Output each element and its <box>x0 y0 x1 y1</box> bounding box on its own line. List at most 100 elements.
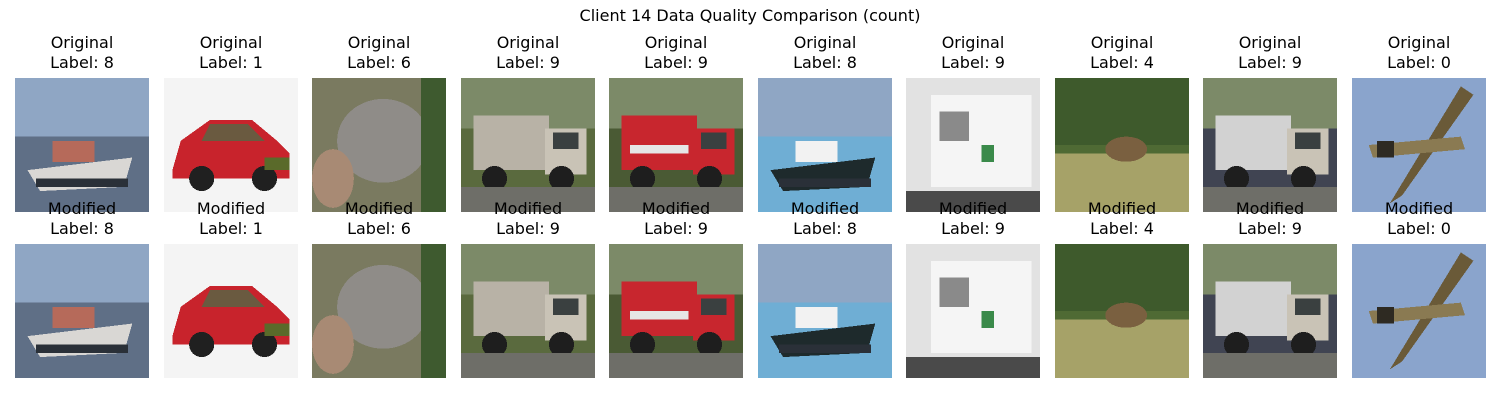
waterline <box>778 344 872 353</box>
hand <box>312 315 354 374</box>
wheel <box>1290 331 1317 358</box>
wheel <box>696 165 723 192</box>
wheel <box>251 165 278 192</box>
road <box>1203 352 1337 378</box>
cargo <box>621 281 697 337</box>
sample-image <box>164 244 298 378</box>
car-body <box>172 119 290 179</box>
sample-image <box>906 78 1040 212</box>
image-ship <box>15 244 149 378</box>
window <box>201 290 265 307</box>
sample-image <box>1352 78 1486 212</box>
image-truck <box>1203 78 1337 212</box>
image-car <box>164 78 298 212</box>
sky <box>15 78 149 137</box>
image-row-label: Original <box>941 33 1005 52</box>
waterline <box>35 178 129 187</box>
image-class-label: Label: 9 <box>496 53 560 72</box>
image-row-label: Modified <box>1235 199 1305 218</box>
superstructure <box>795 140 838 162</box>
image-class-label: Label: 9 <box>1238 219 1302 238</box>
logo <box>981 311 994 328</box>
road <box>609 186 743 212</box>
foliage <box>420 244 446 378</box>
image-class-label: Label: 1 <box>199 53 263 72</box>
sample-image <box>758 244 892 378</box>
sample-image <box>1203 244 1337 378</box>
image-row-label: Modified <box>641 199 711 218</box>
wheel <box>481 165 508 192</box>
bumper <box>264 157 290 171</box>
foliage <box>420 78 446 212</box>
grass <box>1055 319 1189 378</box>
ground <box>906 191 1040 212</box>
image-row-label: Original <box>793 33 857 52</box>
superstructure <box>52 140 95 162</box>
sample-image <box>312 78 446 212</box>
sample-image <box>1055 244 1189 378</box>
windshield <box>553 298 579 316</box>
image-class-label: Label: 8 <box>50 53 114 72</box>
image-frog <box>312 244 446 378</box>
image-row-label: Original <box>50 33 114 52</box>
image-car <box>164 244 298 378</box>
image-class-label: Label: 1 <box>199 219 263 238</box>
image-class-label: Label: 4 <box>1090 219 1154 238</box>
image-ship <box>15 78 149 212</box>
deer <box>1105 136 1148 162</box>
image-truck <box>461 244 595 378</box>
image-frog <box>312 78 446 212</box>
sky <box>15 244 149 303</box>
wheel <box>696 331 723 358</box>
image-row-label: Original <box>1238 33 1302 52</box>
image-class-label: Label: 8 <box>793 53 857 72</box>
sample-image <box>609 78 743 212</box>
image-row-label: Original <box>1387 33 1451 52</box>
image-row-label: Modified <box>1384 199 1454 218</box>
sky <box>758 244 892 303</box>
image-airplane <box>1352 244 1486 378</box>
wheel <box>548 331 575 358</box>
image-row-label: Modified <box>938 199 1008 218</box>
deer <box>1105 302 1148 328</box>
image-airplane <box>1352 78 1486 212</box>
wheel <box>481 331 508 358</box>
image-row-label: Modified <box>196 199 266 218</box>
ground <box>906 357 1040 378</box>
image-class-label: Label: 9 <box>644 53 708 72</box>
sample-image <box>1352 244 1486 378</box>
cargo <box>1215 115 1291 171</box>
grass <box>1055 153 1189 212</box>
image-row-label: Modified <box>1087 199 1157 218</box>
window <box>939 277 969 307</box>
image-ship <box>758 78 892 212</box>
image-row-label: Original <box>1090 33 1154 52</box>
image-truck-cab <box>906 244 1040 378</box>
wheel <box>629 165 656 192</box>
sample-image <box>609 244 743 378</box>
windshield <box>701 298 727 316</box>
image-class-label: Label: 9 <box>941 219 1005 238</box>
image-truck-cab <box>906 78 1040 212</box>
image-row-label: Modified <box>790 199 860 218</box>
image-deer-in-forest <box>1055 244 1189 378</box>
wheel <box>629 331 656 358</box>
windshield <box>1295 298 1321 316</box>
road <box>609 352 743 378</box>
road <box>461 352 595 378</box>
image-class-label: Label: 9 <box>941 53 1005 72</box>
stripe <box>629 311 689 320</box>
window <box>939 111 969 141</box>
image-fire-truck <box>609 244 743 378</box>
window <box>201 124 265 141</box>
